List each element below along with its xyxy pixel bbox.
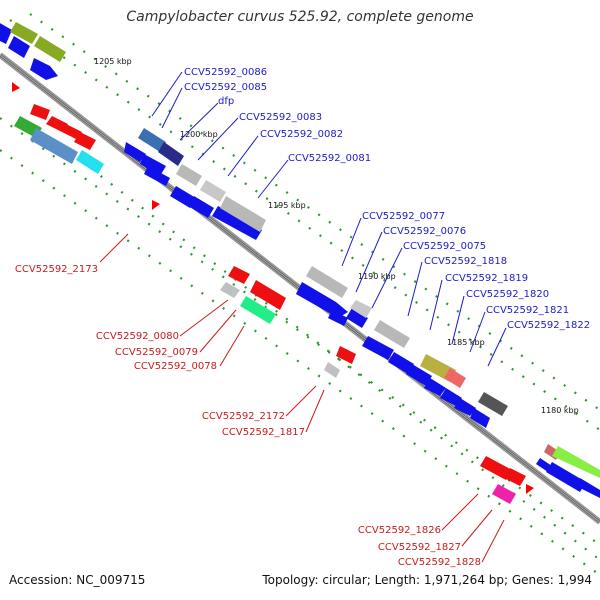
kbp-label: 1205 kbp — [94, 57, 132, 66]
kbp-label: 1195 kbp — [268, 201, 306, 210]
accession-label: Accession: NC_009715 — [9, 573, 146, 587]
gene-label-ccv52592-1822: CCV52592_1822 — [507, 320, 590, 331]
kbp-label: 1190 kbp — [358, 272, 396, 281]
kbp-label: 1180 kbp — [541, 406, 579, 415]
gene-label-ccv52592-1827: CCV52592_1827 — [378, 542, 461, 553]
gene-label-ccv52592-0076: CCV52592_0076 — [383, 226, 466, 237]
gene-label-dfp: dfp — [218, 96, 234, 107]
gene-label-ccv52592-0080: CCV52592_0080 — [96, 331, 179, 342]
reverse-features — [12, 82, 534, 504]
gene-label-ccv52592-0077: CCV52592_0077 — [362, 211, 445, 222]
map-title: Campylobacter curvus 525.92, complete ge… — [126, 9, 474, 25]
gene-label-ccv52592-2172: CCV52592_2172 — [202, 411, 285, 422]
gene-label-ccv52592-0082: CCV52592_0082 — [260, 129, 343, 140]
forward-gene-labels: CCV52592_0086 CCV52592_0085 dfp CCV52592… — [184, 67, 590, 331]
gene-label-ccv52592-0078: CCV52592_0078 — [134, 361, 217, 372]
gene-label-ccv52592-2173: CCV52592_2173 — [15, 264, 98, 275]
gene-label-ccv52592-1820: CCV52592_1820 — [466, 289, 549, 300]
kbp-label: 1185 kbp — [447, 338, 485, 347]
forward-leaders — [151, 71, 507, 367]
forward-features — [0, 22, 600, 498]
gene-label-ccv52592-1821: CCV52592_1821 — [486, 305, 569, 316]
gene-label-ccv52592-0085: CCV52592_0085 — [184, 82, 267, 93]
gene-label-ccv52592-1828: CCV52592_1828 — [398, 557, 481, 568]
gene-label-ccv52592-0079: CCV52592_0079 — [115, 347, 198, 358]
gene-label-ccv52592-1819: CCV52592_1819 — [445, 273, 528, 284]
gene-label-ccv52592-0086: CCV52592_0086 — [184, 67, 267, 78]
reverse-gene-labels: CCV52592_2173 CCV52592_0080 CCV52592_007… — [15, 264, 481, 568]
gene-label-ccv52592-1818: CCV52592_1818 — [424, 256, 507, 267]
gene-label-ccv52592-0075: CCV52592_0075 — [403, 241, 486, 252]
kbp-labels: 1205 kbp 1200 kbp 1195 kbp 1190 kbp 1185… — [94, 57, 579, 415]
gene-label-ccv52592-1817: CCV52592_1817 — [222, 427, 305, 438]
kbp-label: 1200 kbp — [180, 130, 218, 139]
gene-label-ccv52592-0083: CCV52592_0083 — [239, 112, 322, 123]
reverse-leaders — [99, 233, 505, 563]
gene-label-ccv52592-1826: CCV52592_1826 — [358, 525, 441, 536]
genome-summary: Topology: circular; Length: 1,971,264 bp… — [262, 573, 592, 587]
gene-label-ccv52592-0081: CCV52592_0081 — [288, 153, 371, 164]
